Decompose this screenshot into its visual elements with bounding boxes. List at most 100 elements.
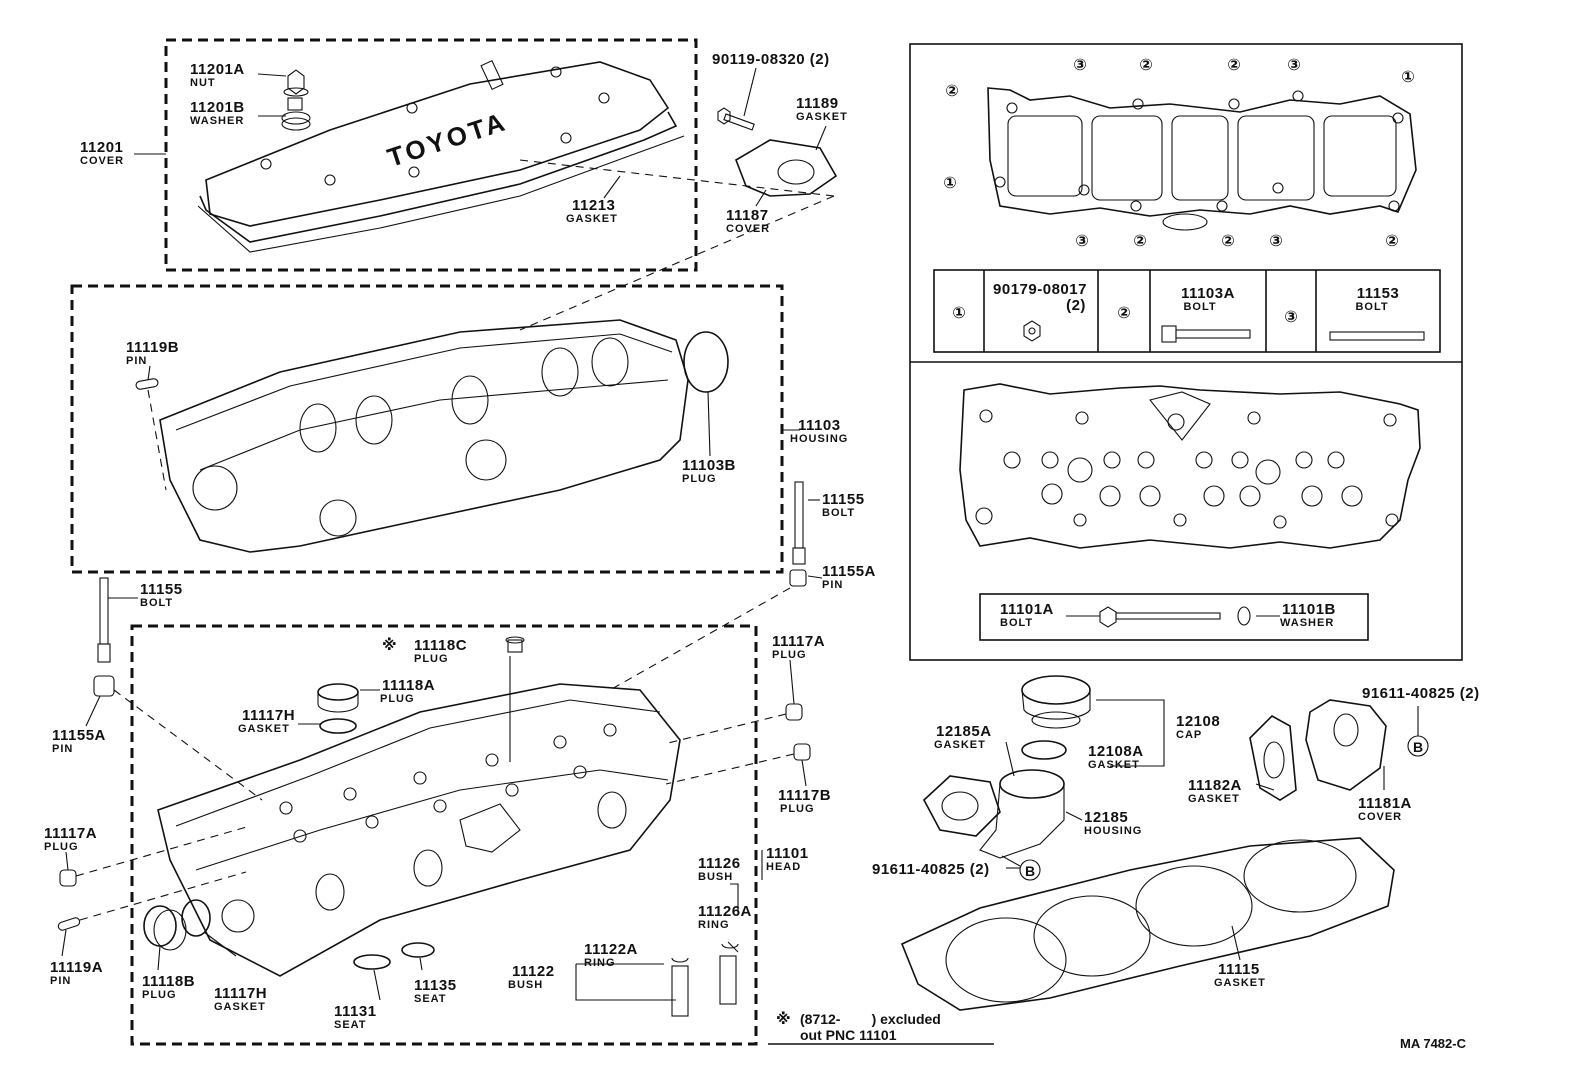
label-11126A-number: 11126A (698, 903, 752, 920)
label-12108-name: CAP (1176, 729, 1202, 741)
label-91611-upper-number: 91611-40825 (2) (1362, 685, 1480, 702)
label-11155-right-name: BOLT (822, 507, 855, 519)
label-11118C-name: PLUG (414, 653, 449, 665)
head-gasket-11115-drawing (900, 837, 1395, 1011)
manifold-gasket-drawing (987, 87, 1417, 231)
cover-group-box (164, 38, 698, 272)
bolt-11155-right-drawing (792, 481, 806, 565)
label-11135-number: 11135 (414, 977, 457, 994)
label-91611-lower-number: 91611-40825 (2) (872, 861, 990, 878)
label-12108-number: 12108 (1176, 713, 1220, 730)
label-11187-name: COVER (726, 223, 770, 235)
cylinder-head-drawing (157, 683, 681, 977)
gasket-12108A-drawing (1021, 740, 1067, 760)
label-11201-name: COVER (80, 155, 124, 167)
label-11115-name: GASKET (1214, 977, 1266, 989)
footnote-line-2: out PNC 11101 (800, 1027, 897, 1043)
label-11122A-name: RING (584, 957, 616, 969)
head-gasket-panel-drawing (959, 383, 1421, 549)
legend-key-1: ① (952, 305, 966, 322)
plug-11118A-drawing (317, 683, 359, 713)
label-11126A-name: RING (698, 919, 730, 931)
bolt-11155-left-drawing (97, 577, 111, 663)
label-11101B-name: WASHER (1280, 617, 1334, 629)
label-11187-number: 11187 (726, 207, 769, 224)
label-11122-name: BUSH (508, 979, 543, 991)
fastener-legend-table: ① 90179-08017 (2) ② 11103A BOLT ③ 11153 … (933, 269, 1441, 353)
label-11117B-number: 11117B (778, 787, 831, 804)
callout-2: ② (1385, 233, 1399, 250)
label-12185A-name: GASKET (934, 739, 986, 751)
label-11155A-left-name: PIN (52, 743, 73, 755)
nut-11201A-drawing (283, 69, 309, 97)
label-11117A-left-number: 11117A (44, 825, 97, 842)
label-11117H-lower-name: GASKET (214, 1001, 266, 1013)
callout-2: ② (1221, 233, 1235, 250)
callout-1: ① (1401, 69, 1415, 86)
gasket-12185A-drawing (923, 775, 1001, 837)
plug-11118C-drawing (505, 636, 525, 653)
label-11182A-name: GASKET (1188, 793, 1240, 805)
legend-2-name: BOLT (1183, 301, 1216, 313)
label-11101B-number: 11101B (1282, 601, 1336, 618)
gasket-11189-drawing (735, 139, 838, 197)
callout-2: ② (1133, 233, 1147, 250)
legend-2-part-number: 11103A (1181, 285, 1235, 302)
head-group-box (130, 624, 758, 1046)
label-11101A-name: BOLT (1000, 617, 1033, 629)
label-11155A-right-number: 11155A (822, 563, 876, 580)
label-11155-right-number: 11155 (822, 491, 865, 508)
label-11117A-right-name: PLUG (772, 649, 807, 661)
label-11118B-number: 11118B (142, 973, 195, 990)
callout-3: ③ (1287, 57, 1301, 74)
bush-11122-drawing (671, 957, 689, 1017)
label-11189-number: 11189 (796, 95, 839, 112)
label-12185-name: HOUSING (1084, 825, 1142, 837)
label-11118B-name: PLUG (142, 989, 177, 1001)
callout-3: ③ (1073, 57, 1087, 74)
footnote-line-1: (8712- ) excluded (800, 1011, 941, 1027)
label-11119B-number: 11119B (126, 339, 179, 356)
label-11213-number: 11213 (572, 197, 615, 214)
legend-1-part-number: 90179-08017 (993, 281, 1087, 298)
legend-3-part-number: 11153 (1357, 285, 1400, 302)
label-11201B-number: 11201B (190, 99, 245, 116)
label-11117H-upper-number: 11117H (242, 707, 295, 724)
label-11118C-mark: ※ (382, 636, 397, 654)
label-11117B-name: PLUG (780, 803, 815, 815)
label-11126-name: BUSH (698, 871, 733, 883)
label-11122A-number: 11122A (584, 941, 638, 958)
callout-3: ③ (1269, 233, 1283, 250)
diagram-reference-code: MA 7482-C (1400, 1036, 1467, 1051)
label-11201-number: 11201 (80, 139, 123, 156)
part-labels: 11201A NUT 11201B WASHER 11201 COVER 112… (44, 51, 1480, 1031)
label-11119A-number: 11119A (50, 959, 103, 976)
plug-11118B-drawing (143, 905, 187, 951)
marker-b-label: B (1025, 863, 1035, 879)
plug-11117B-drawing (793, 743, 811, 761)
marker-b-circle (1019, 859, 1041, 881)
label-11155-left-number: 11155 (140, 581, 183, 598)
label-11201A-number: 11201A (190, 61, 245, 78)
label-11117A-left-name: PLUG (44, 841, 79, 853)
toyota-logo: TOYOTA (384, 106, 511, 173)
label-11189-name: GASKET (796, 111, 848, 123)
label-11118A-name: PLUG (380, 693, 415, 705)
bolt-11101A-drawing (1099, 606, 1251, 628)
gasket-11182A-drawing (1249, 715, 1297, 801)
label-11103-number: 11103 (798, 417, 841, 434)
housing-12185-drawing (979, 769, 1065, 859)
label-11135-name: SEAT (414, 993, 447, 1005)
label-11182A-number: 11182A (1188, 777, 1242, 794)
label-11101A-number: 11101A (1000, 601, 1054, 618)
marker-b-label: B (1413, 739, 1423, 755)
label-11103-name: HOUSING (790, 433, 848, 445)
legend-1-qty: (2) (1066, 297, 1086, 314)
label-11213-name: GASKET (566, 213, 618, 225)
label-12108A-number: 12108A (1088, 743, 1144, 760)
washer-11201B-drawing (281, 97, 311, 131)
gasket-11117H-lower-drawing (181, 899, 211, 937)
pin-11155A-right-drawing (789, 569, 807, 587)
bolt-90119-drawing (717, 107, 755, 131)
